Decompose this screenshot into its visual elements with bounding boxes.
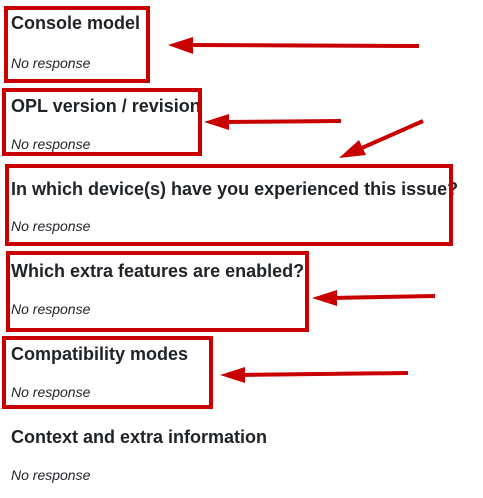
field-value: No response — [11, 136, 91, 152]
field-value: No response — [11, 467, 91, 483]
field-value: No response — [11, 55, 91, 71]
arrow-icon — [339, 119, 424, 158]
field-value: No response — [11, 384, 91, 400]
field-title: Which extra features are enabled? — [11, 261, 305, 281]
field-title: Console model — [11, 13, 141, 33]
annotation-box-devices — [5, 164, 453, 246]
annotation-box-opl-version — [2, 88, 202, 156]
arrow-icon — [220, 367, 409, 383]
annotation-box-console-model — [4, 6, 150, 83]
arrow-icon — [204, 114, 342, 130]
field-title: Compatibility modes — [11, 344, 189, 364]
annotation-box-compatibility-modes — [2, 336, 213, 409]
arrow-icon — [312, 290, 436, 306]
field-title: OPL version / revision — [11, 96, 201, 116]
field-title: In which device(s) have you experienced … — [11, 179, 459, 199]
field-title: Context and extra information — [11, 427, 268, 447]
annotation-box-extra-features — [6, 251, 309, 332]
field-value: No response — [11, 301, 91, 317]
arrow-icon — [168, 37, 420, 54]
field-value: No response — [11, 218, 91, 234]
